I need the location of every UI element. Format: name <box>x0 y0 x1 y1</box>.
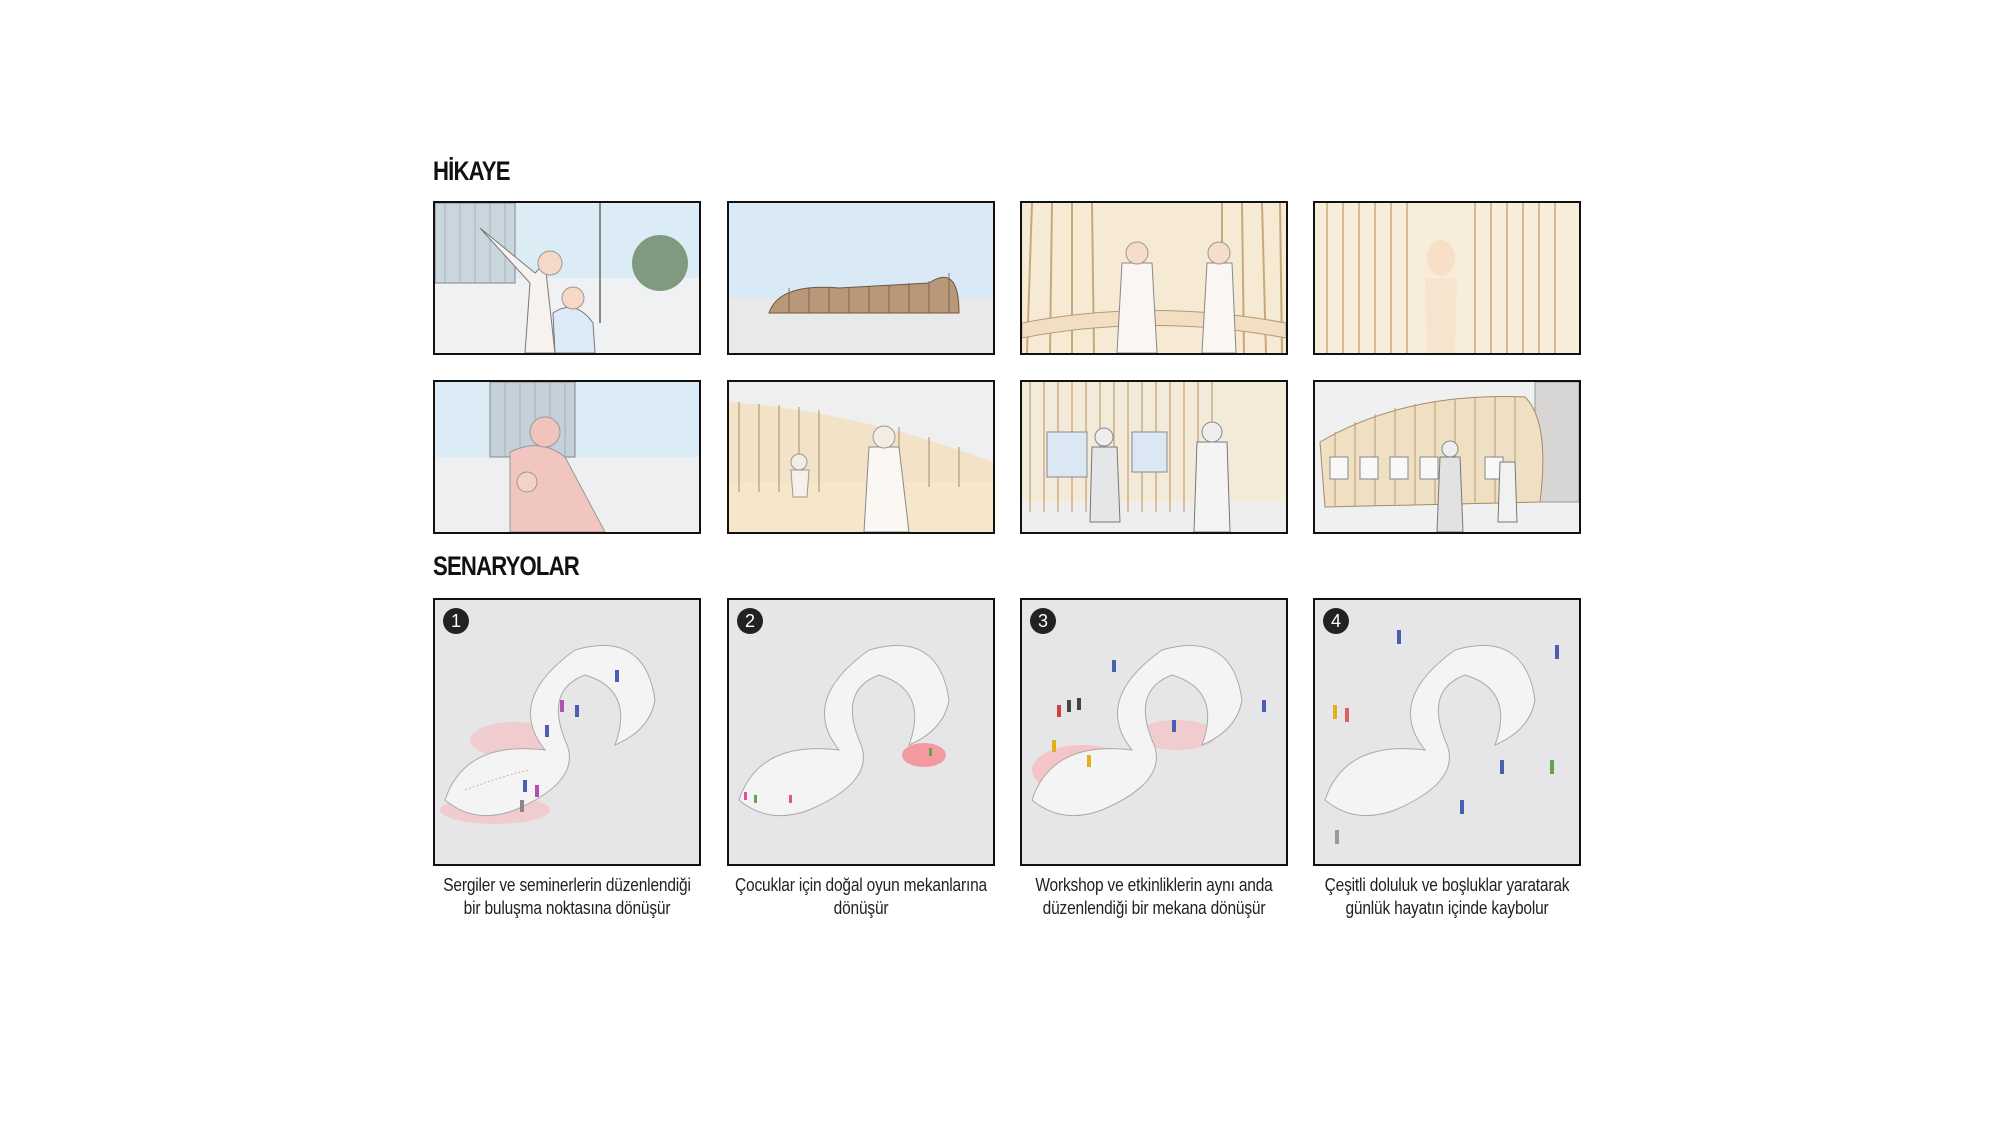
story-frame-4 <box>1313 201 1581 355</box>
caption-line: Çeşitli doluluk ve boşluklar yaratarak <box>1324 875 1570 895</box>
scenario-caption-4: Çeşitli doluluk ve boşluklar yaratarak g… <box>1318 874 1576 920</box>
story-frame-1 <box>433 201 701 355</box>
story-illustration <box>435 382 699 532</box>
story-illustration <box>729 382 993 532</box>
story-frame-7 <box>1020 380 1288 534</box>
scenarios-heading: SENARYOLAR <box>433 551 580 581</box>
caption-line: Çocuklar için doğal oyun mekanlarına <box>735 875 987 895</box>
story-frame-2 <box>727 201 995 355</box>
scenario-caption-2: Çocuklar için doğal oyun mekanlarına dön… <box>732 874 990 920</box>
story-frame-6 <box>727 380 995 534</box>
pavilion-plan-illustration <box>738 645 950 817</box>
story-illustration <box>1315 382 1579 532</box>
caption-line: günlük hayatın içinde kaybolur <box>1345 898 1549 918</box>
pavilion-plan-illustration <box>1324 630 1559 844</box>
caption-line: düzenlendiği bir mekana dönüşür <box>1042 898 1266 918</box>
story-illustration <box>1315 203 1579 353</box>
scenario-caption-1: Sergiler ve seminerlerin düzenlendiği bi… <box>438 874 696 920</box>
story-heading: HİKAYE <box>433 156 511 186</box>
scenario-number-badge: 1 <box>443 608 469 634</box>
story-illustration <box>1022 203 1286 353</box>
scenario-frame-1: 1 <box>433 598 701 866</box>
scenario-caption-3: Workshop ve etkinliklerin aynı anda düze… <box>1025 874 1283 920</box>
caption-line: bir buluşma noktasına dönüşür <box>463 898 671 918</box>
story-frame-8 <box>1313 380 1581 534</box>
story-illustration <box>1022 382 1286 532</box>
scenario-number-badge: 3 <box>1030 608 1056 634</box>
caption-line: dönüşür <box>833 898 889 918</box>
caption-line: Sergiler ve seminerlerin düzenlendiği <box>443 875 691 895</box>
scenario-number-badge: 2 <box>737 608 763 634</box>
scenario-frame-4: 4 <box>1313 598 1581 866</box>
pavilion-plan-illustration <box>440 645 656 824</box>
caption-line: Workshop ve etkinliklerin aynı anda <box>1035 875 1273 895</box>
story-frame-5 <box>433 380 701 534</box>
scenario-number-badge: 4 <box>1323 608 1349 634</box>
story-illustration <box>435 203 699 353</box>
pavilion-plan-illustration <box>1031 645 1266 817</box>
scenario-frame-2: 2 <box>727 598 995 866</box>
scenario-frame-3: 3 <box>1020 598 1288 866</box>
story-frame-3 <box>1020 201 1288 355</box>
story-illustration <box>729 203 993 353</box>
